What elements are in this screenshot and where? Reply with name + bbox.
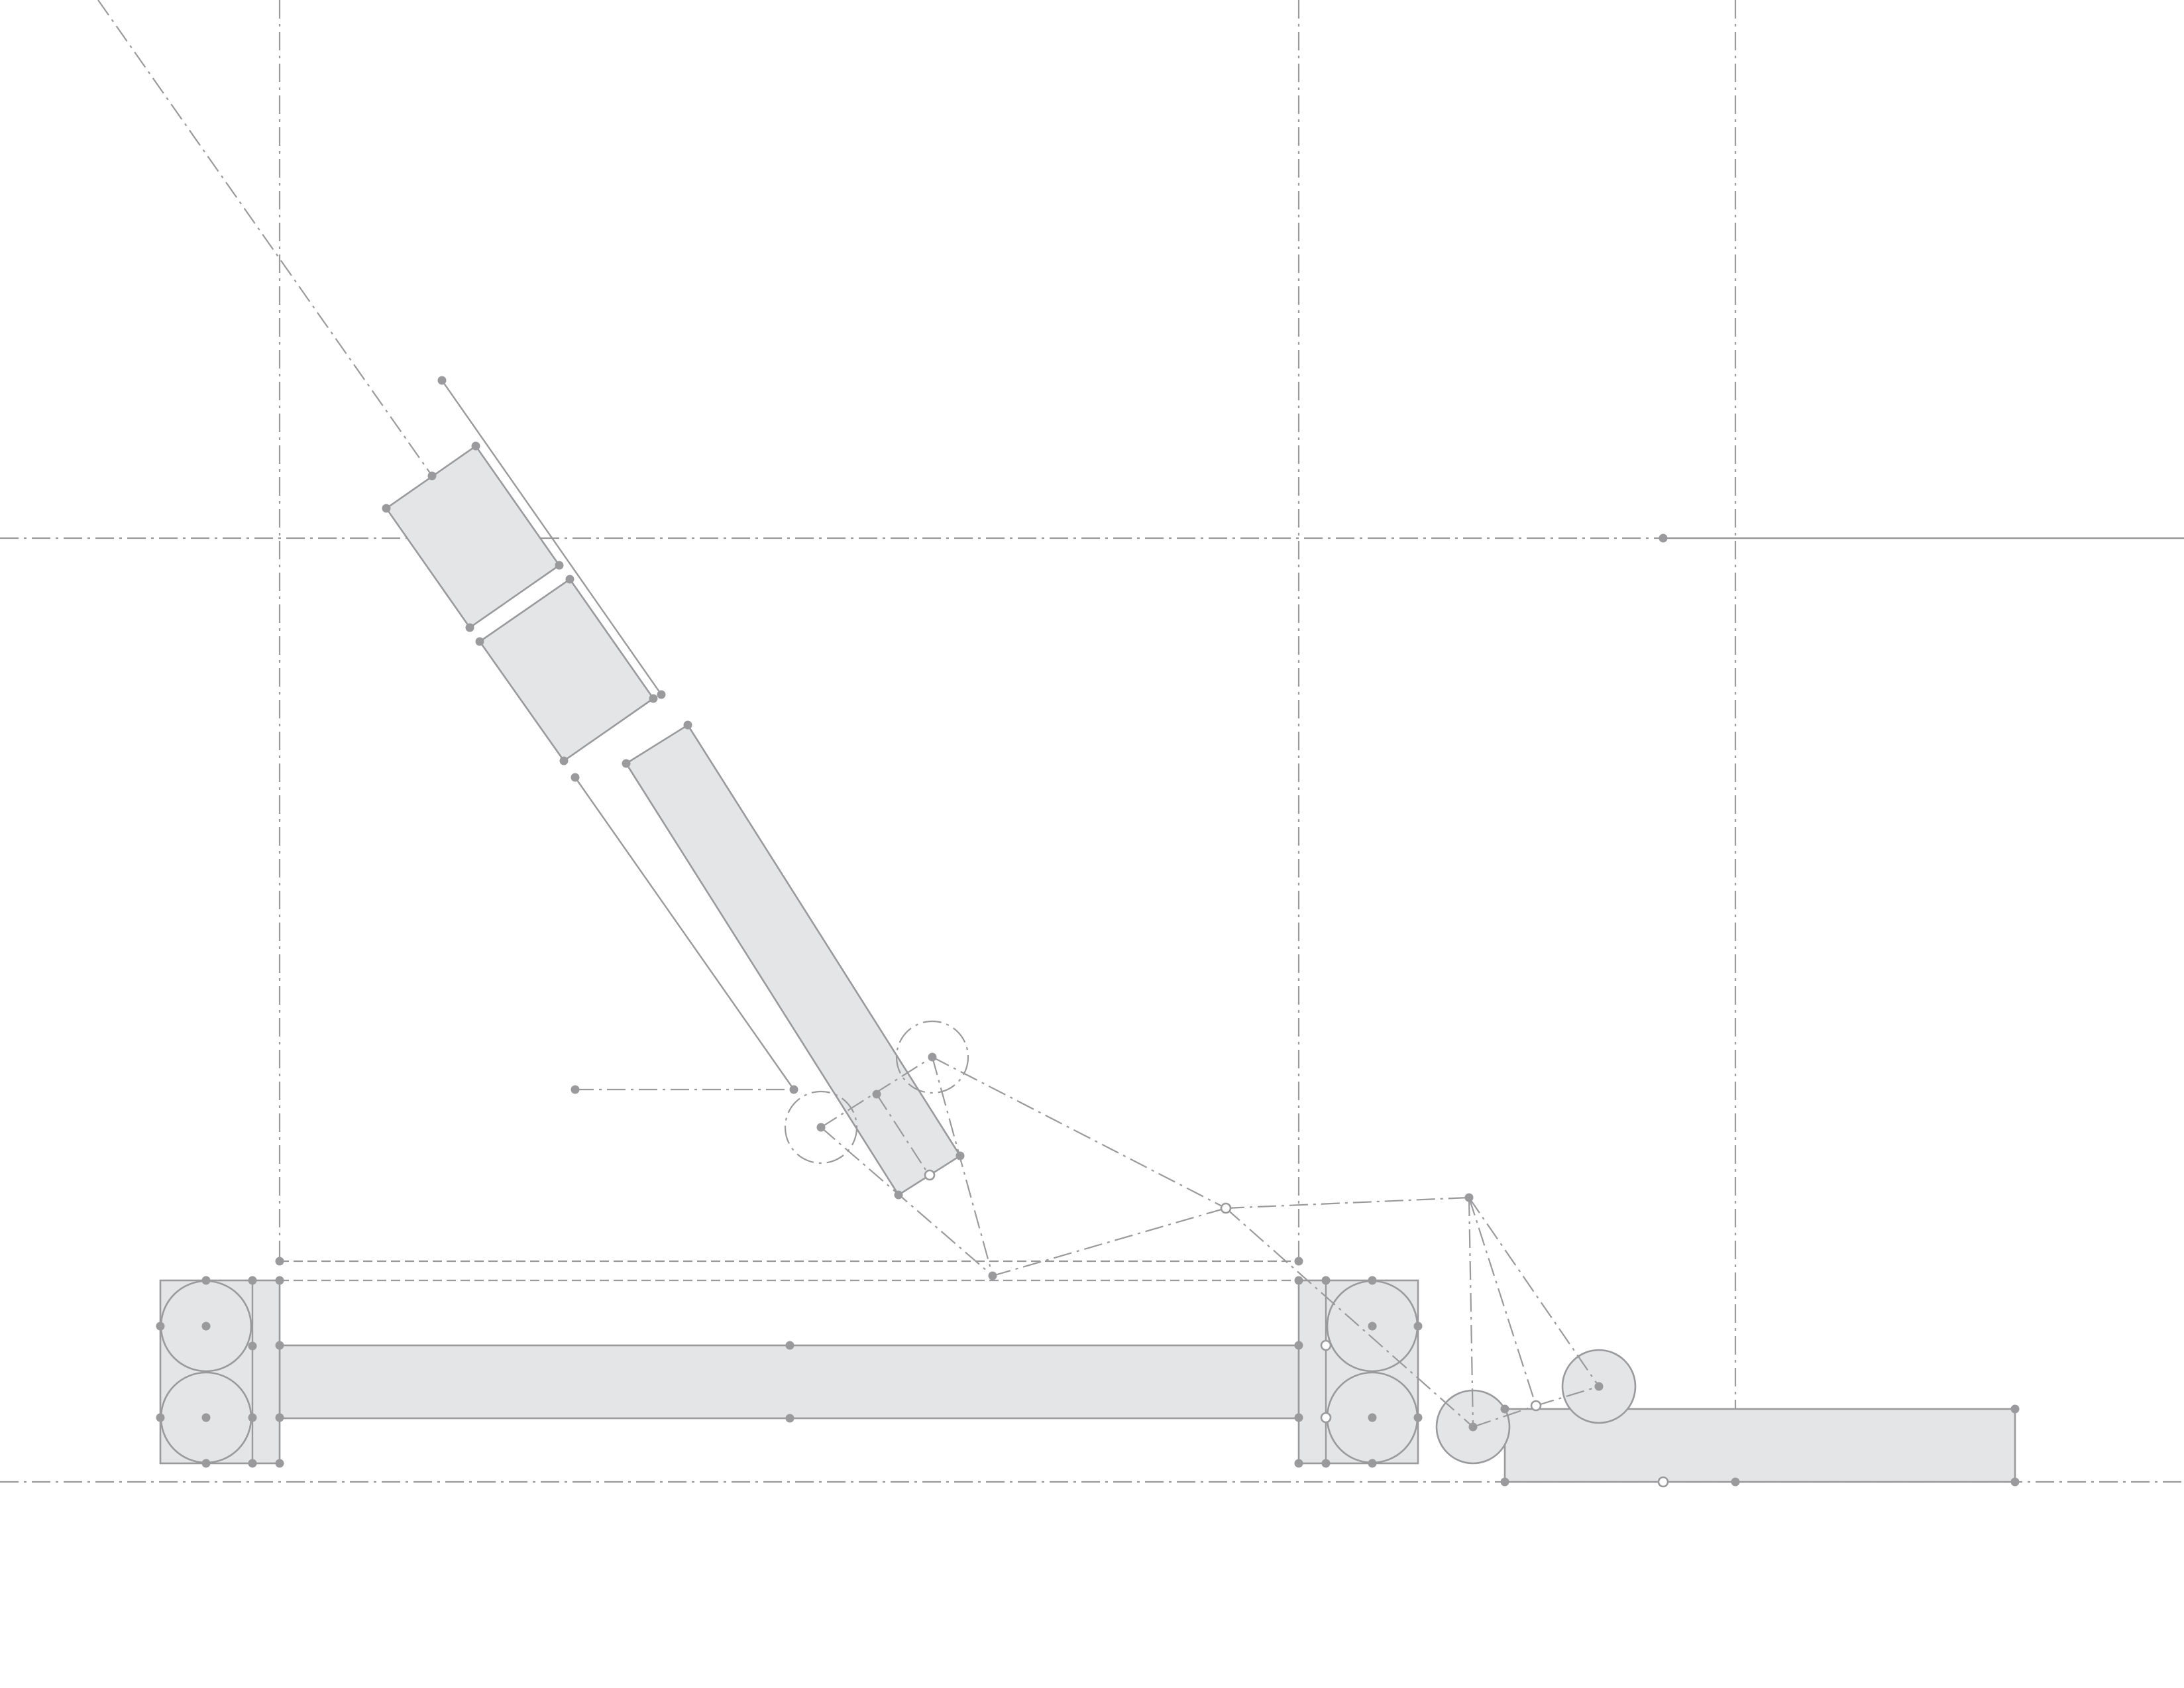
point-marker bbox=[275, 1459, 284, 1468]
link-apex-to-roller-left bbox=[1468, 1197, 1474, 1428]
link-upper-to-base bbox=[931, 1056, 994, 1276]
boom-axis-line bbox=[97, 0, 433, 477]
point-marker bbox=[816, 1123, 826, 1132]
chassis-beam bbox=[278, 1344, 1300, 1420]
point-marker bbox=[2010, 1404, 2020, 1414]
point-marker bbox=[622, 759, 631, 768]
point-marker bbox=[1468, 1422, 1478, 1432]
point-marker bbox=[248, 1341, 257, 1351]
open-point-marker bbox=[924, 1169, 936, 1181]
point-marker bbox=[465, 623, 474, 632]
boom-segment-lower bbox=[625, 724, 961, 1196]
point-marker bbox=[382, 504, 391, 513]
point-marker bbox=[437, 376, 447, 385]
chassis bbox=[159, 1279, 1419, 1465]
point-marker bbox=[248, 1276, 257, 1285]
point-marker bbox=[555, 561, 564, 570]
point-marker bbox=[1321, 1276, 1331, 1285]
point-marker bbox=[1368, 1459, 1377, 1468]
point-markers bbox=[156, 376, 2020, 1487]
link-lower-to-base bbox=[820, 1127, 993, 1276]
point-marker bbox=[1659, 534, 1668, 543]
point-marker bbox=[471, 441, 480, 451]
point-marker bbox=[248, 1413, 257, 1422]
point-marker bbox=[988, 1271, 997, 1280]
point-marker bbox=[275, 1257, 284, 1266]
point-marker bbox=[201, 1276, 211, 1285]
boom-segment-middle bbox=[478, 578, 655, 762]
point-marker bbox=[657, 690, 666, 699]
point-marker bbox=[2010, 1477, 2020, 1487]
point-marker bbox=[1413, 1413, 1423, 1422]
point-marker bbox=[649, 694, 658, 703]
point-marker bbox=[1368, 1413, 1377, 1422]
point-marker bbox=[1500, 1477, 1509, 1487]
open-point-marker bbox=[1220, 1202, 1232, 1214]
point-marker bbox=[894, 1190, 903, 1200]
boom-segment-top bbox=[385, 445, 561, 629]
point-marker bbox=[1413, 1322, 1423, 1331]
point-marker bbox=[201, 1413, 211, 1422]
link-joint-to-roller bbox=[1225, 1208, 1474, 1428]
open-point-markers bbox=[924, 1169, 1669, 1488]
point-marker bbox=[156, 1413, 165, 1422]
link-base-to-joint bbox=[992, 1207, 1227, 1277]
boom bbox=[385, 380, 961, 1196]
link-joint-to-apex bbox=[1225, 1196, 1470, 1210]
linkage bbox=[784, 1020, 1600, 1428]
point-marker bbox=[1368, 1322, 1377, 1331]
link-apex-to-roller-right bbox=[1468, 1197, 1600, 1387]
point-marker bbox=[275, 1341, 284, 1350]
point-marker bbox=[1294, 1257, 1303, 1266]
point-marker bbox=[156, 1322, 165, 1331]
point-marker bbox=[1594, 1382, 1604, 1391]
point-marker bbox=[1500, 1404, 1509, 1414]
point-marker bbox=[1294, 1276, 1303, 1285]
point-marker bbox=[785, 1341, 794, 1350]
point-marker bbox=[1321, 1459, 1331, 1468]
point-marker bbox=[683, 720, 692, 730]
point-marker bbox=[1294, 1459, 1303, 1468]
open-point-marker bbox=[1530, 1400, 1542, 1412]
point-marker bbox=[559, 756, 569, 765]
link-upper-to-joint bbox=[932, 1056, 1227, 1209]
point-marker bbox=[475, 637, 484, 646]
point-marker bbox=[565, 575, 574, 584]
boom-inner-guide bbox=[876, 1094, 930, 1176]
point-marker bbox=[928, 1052, 937, 1062]
link-pin-to-roller-right bbox=[1535, 1385, 1600, 1407]
point-marker bbox=[571, 773, 580, 782]
point-marker bbox=[1294, 1341, 1303, 1350]
link-apex-to-pin bbox=[1468, 1197, 1537, 1406]
open-point-marker bbox=[1320, 1339, 1332, 1351]
point-marker bbox=[275, 1276, 284, 1285]
point-marker bbox=[1294, 1413, 1303, 1422]
open-point-marker bbox=[1320, 1412, 1332, 1424]
construction-lines bbox=[0, 0, 2184, 1483]
point-marker bbox=[956, 1151, 965, 1160]
point-marker bbox=[1368, 1276, 1377, 1285]
point-marker bbox=[1464, 1193, 1474, 1202]
open-point-marker bbox=[1657, 1476, 1669, 1488]
point-marker bbox=[872, 1090, 881, 1099]
point-marker bbox=[785, 1414, 794, 1423]
point-marker bbox=[275, 1413, 284, 1422]
point-marker bbox=[427, 471, 437, 480]
point-marker bbox=[789, 1085, 798, 1094]
point-marker bbox=[1731, 1477, 1740, 1487]
point-marker bbox=[201, 1322, 211, 1331]
point-marker bbox=[201, 1459, 211, 1468]
link-roller-left-to-pin bbox=[1472, 1404, 1537, 1428]
point-marker bbox=[248, 1459, 257, 1468]
pivot-circle-upper bbox=[895, 1020, 969, 1094]
platform-block bbox=[1503, 1408, 2016, 1483]
boom-side-line-upper bbox=[441, 380, 662, 695]
point-marker bbox=[571, 1085, 580, 1094]
boom-side-line-lower bbox=[574, 777, 794, 1090]
platform-assembly bbox=[1435, 1349, 2016, 1483]
pivot-circle-lower bbox=[784, 1090, 858, 1164]
